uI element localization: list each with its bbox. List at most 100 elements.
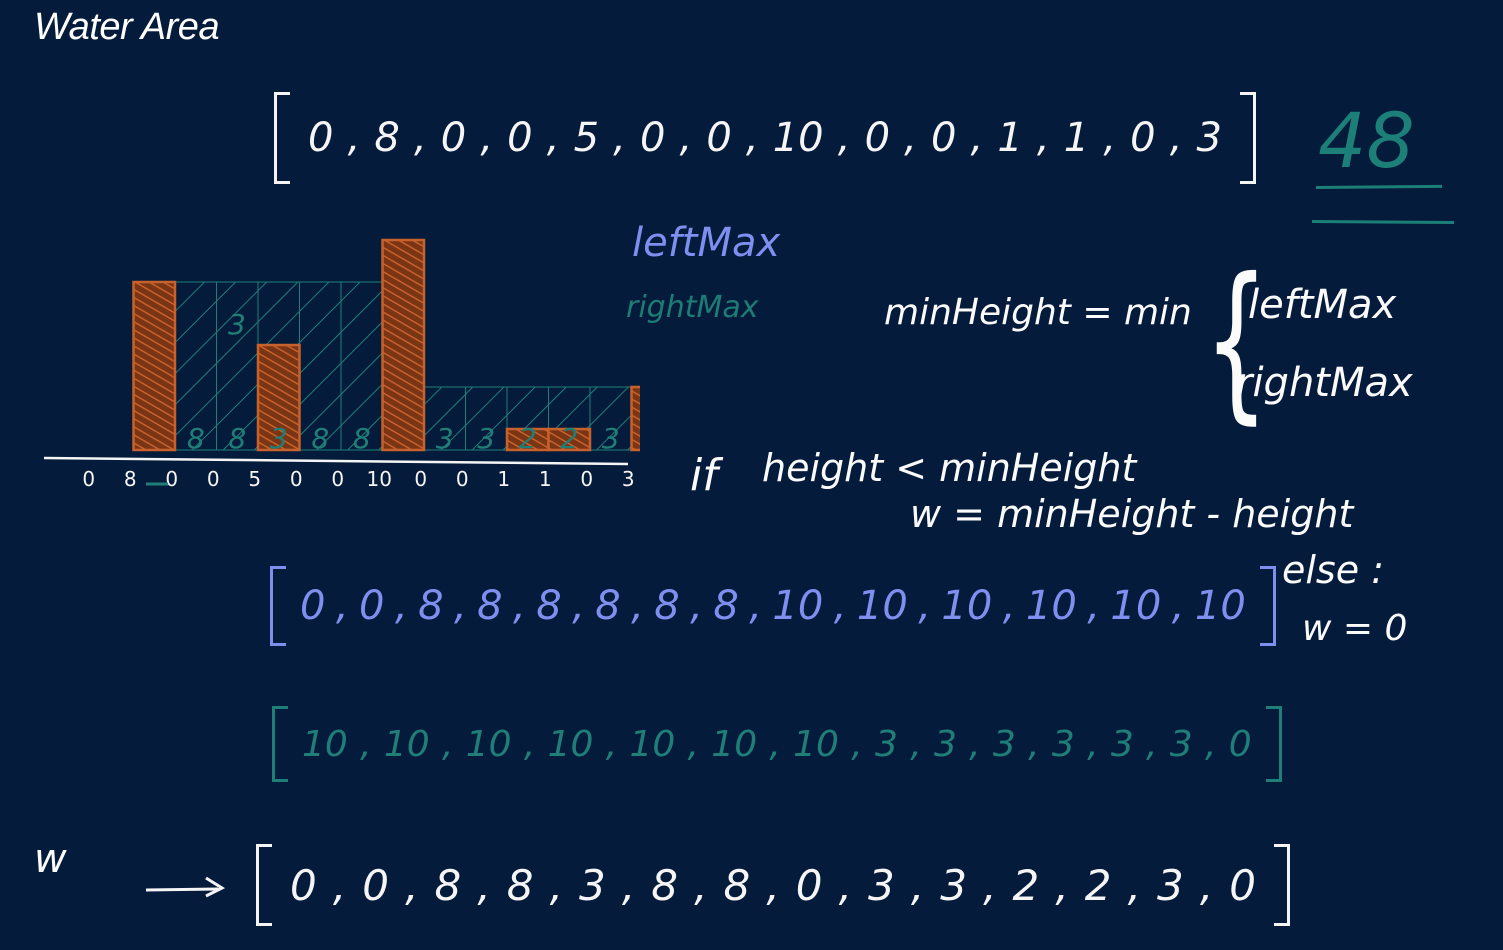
comma-separator: , xyxy=(480,115,494,161)
comma-separator: , xyxy=(904,115,917,161)
water-number: 8 xyxy=(228,422,246,455)
input-height-value: 1 xyxy=(1063,115,1090,161)
if-condition: height < minHeight xyxy=(762,446,1137,490)
water-cell xyxy=(299,281,342,451)
water-value: 3 xyxy=(579,860,606,910)
water-value: 0 xyxy=(1229,860,1256,910)
axis-label: 10 xyxy=(367,467,392,491)
water-value: 3 xyxy=(1157,860,1184,910)
if-keyword: if xyxy=(690,450,718,501)
comma-separator: , xyxy=(453,583,467,629)
comma-separator: , xyxy=(1127,860,1141,910)
comma-separator: , xyxy=(441,723,454,765)
comma-separator: , xyxy=(347,115,361,161)
comma-separator: , xyxy=(769,723,781,765)
comma-separator: , xyxy=(613,115,626,161)
input-height-value: 8 xyxy=(374,115,400,161)
axis-label: 5 xyxy=(248,467,261,491)
comma-separator: , xyxy=(1103,115,1117,161)
input-height-value: 0 xyxy=(507,115,533,161)
water-number: 8 xyxy=(311,422,329,455)
comma-separator: , xyxy=(621,860,636,910)
comma-separator: , xyxy=(766,860,780,910)
axis-label: 0 xyxy=(331,467,344,491)
left-max-value: 10 xyxy=(772,583,824,629)
axis-label: 0 xyxy=(414,467,427,491)
comma-separator: , xyxy=(572,583,585,629)
elevation-bar xyxy=(132,280,177,452)
right-max-value: 3 xyxy=(992,723,1016,765)
elevation-bar xyxy=(547,427,592,452)
answer-double-underline xyxy=(1311,220,1455,224)
comma-separator: , xyxy=(1171,583,1185,629)
comma-separator: , xyxy=(546,115,560,161)
comma-separator: , xyxy=(335,583,349,629)
input-height-value: 3 xyxy=(1196,115,1222,161)
axis-label: 1 xyxy=(539,467,552,491)
comma-separator: , xyxy=(1028,723,1040,765)
comma-separator: , xyxy=(405,860,419,910)
axis-label: 0 xyxy=(456,467,469,491)
water-number: 2 xyxy=(560,422,578,455)
comma-separator: , xyxy=(631,583,644,629)
comma-separator: , xyxy=(837,115,851,161)
comma-separator: , xyxy=(413,115,427,161)
right-max-value: 10 xyxy=(383,723,430,765)
left-max-value: 10 xyxy=(941,583,993,629)
comma-separator: , xyxy=(745,115,759,161)
comma-separator: , xyxy=(833,583,847,629)
comma-separator: , xyxy=(694,860,708,910)
input-height-value: 0 xyxy=(930,115,957,161)
arrow-icon xyxy=(145,876,226,898)
right-max-value: 3 xyxy=(875,723,898,765)
water-array: 0,0,8,8,3,8,8,0,3,3,2,2,3,0 xyxy=(256,844,1290,926)
comma-separator: , xyxy=(690,583,703,629)
comma-separator: , xyxy=(549,860,563,910)
water-value: 2 xyxy=(1084,860,1112,910)
comma-separator: , xyxy=(1169,115,1183,161)
axis-label: 1 xyxy=(497,467,510,491)
axis-label: 3 xyxy=(622,467,635,491)
comma-separator: , xyxy=(1087,583,1100,629)
water-value: 0 xyxy=(795,860,823,910)
comma-separator: , xyxy=(513,583,526,629)
input-height-value: 0 xyxy=(1130,115,1156,161)
page-title: Water Area xyxy=(34,6,220,48)
right-max-value: 3 xyxy=(1169,723,1193,765)
axis-label: 0 xyxy=(82,467,95,491)
comma-separator: , xyxy=(1199,860,1214,910)
water-cell xyxy=(589,386,632,451)
input-height-value: 10 xyxy=(772,115,824,161)
elevation-bar xyxy=(256,343,301,452)
water-value: 8 xyxy=(723,860,751,910)
axis-label: 0 xyxy=(207,467,220,491)
legend-left-max: leftMax xyxy=(632,220,781,266)
answer-value: 48 xyxy=(1318,96,1415,185)
water-label: w xyxy=(34,836,67,882)
comma-separator: , xyxy=(1002,583,1016,629)
comma-separator: , xyxy=(687,723,699,765)
left-max-value: 8 xyxy=(477,583,503,629)
comma-separator: , xyxy=(918,583,931,629)
left-brace: { xyxy=(1204,242,1269,440)
right-max-value: 3 xyxy=(933,723,957,765)
water-cell xyxy=(340,281,383,451)
water-value: 3 xyxy=(940,860,967,910)
comma-separator: , xyxy=(394,583,408,629)
left-bracket xyxy=(256,844,272,926)
water-value: 3 xyxy=(868,860,895,910)
water-cell xyxy=(257,281,300,346)
water-cell xyxy=(506,386,549,430)
comma-separator: , xyxy=(1087,723,1099,765)
left-max-value: 0 xyxy=(359,583,385,629)
left-max-value: 10 xyxy=(856,583,908,629)
left-max-array: 0,0,8,8,8,8,8,8,10,10,10,10,10,10 xyxy=(270,566,1276,646)
input-height-value: 5 xyxy=(573,115,600,161)
else-value: w = 0 xyxy=(1302,608,1408,649)
water-value: 0 xyxy=(290,860,317,910)
else-keyword: else : xyxy=(1282,548,1384,592)
comma-separator: , xyxy=(1146,723,1158,765)
right-max-value: 0 xyxy=(1228,723,1252,765)
